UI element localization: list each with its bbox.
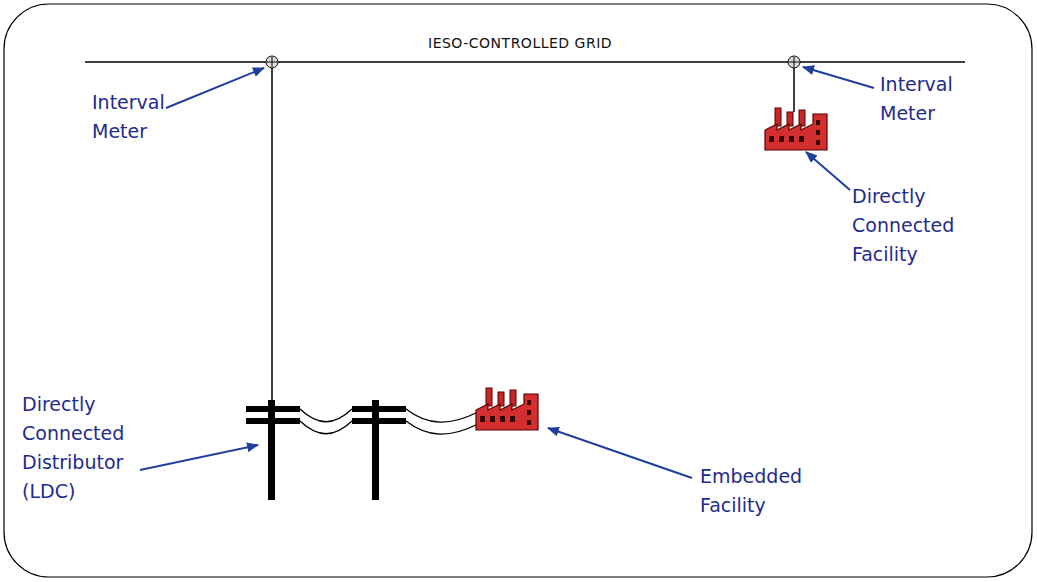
leader-arrows — [140, 67, 874, 478]
embedded-label: Embedded Facility — [700, 462, 802, 520]
direct-factory-icon — [765, 108, 827, 150]
meter-label: Interval Meter — [92, 88, 165, 146]
feeder-line — [271, 62, 273, 408]
grid-line — [85, 61, 965, 63]
grid-title: IESO-CONTROLLED GRID — [428, 34, 612, 52]
embedded-factory-icon — [476, 388, 538, 430]
meter-label: Interval Meter — [880, 70, 953, 128]
interval-meter-symbol — [266, 56, 278, 68]
frame-border — [4, 4, 1032, 577]
feeder-line — [793, 62, 795, 112]
utility-pole — [246, 400, 300, 500]
facility-label: Directly Connected Facility — [852, 182, 954, 269]
interval-meter-symbol — [788, 56, 800, 68]
distribution-wires — [300, 409, 478, 434]
utility-pole — [352, 400, 406, 500]
distributor-label: Directly Connected Distributor (LDC) — [22, 390, 124, 506]
